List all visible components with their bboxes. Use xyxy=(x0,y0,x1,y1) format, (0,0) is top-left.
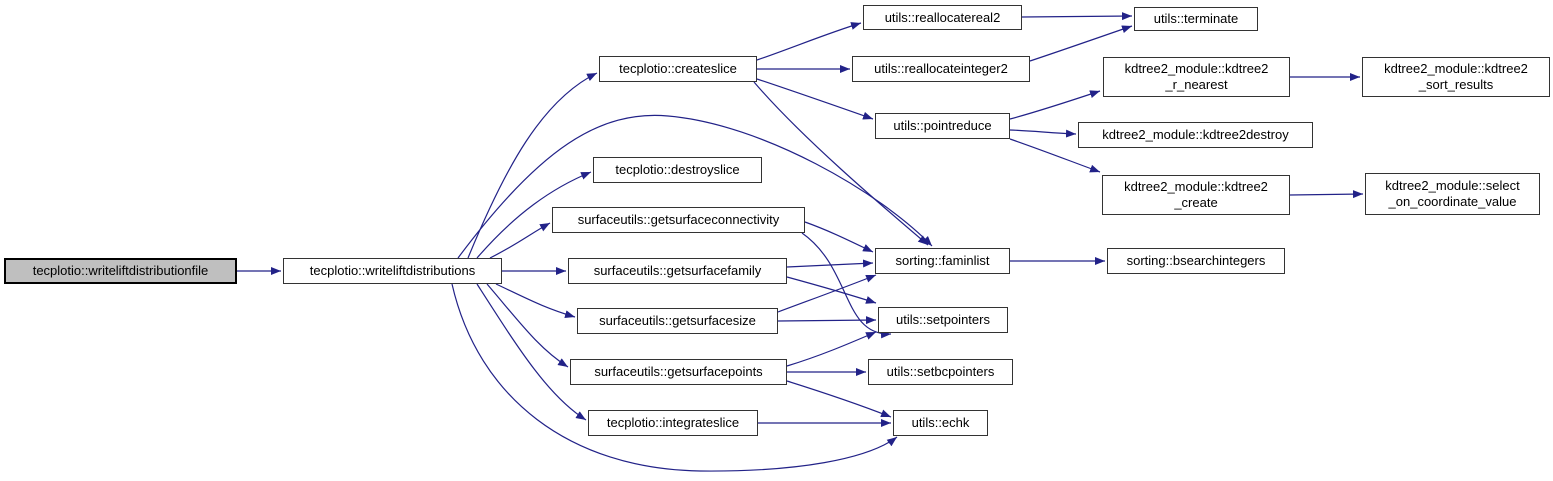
edge-kdtree2_create-to-select_on_coordinate_value xyxy=(1289,190,1364,199)
node-label: tecplotio::integrateslice xyxy=(606,415,740,430)
edge-pointreduce-to-kdtree2_r_nearest xyxy=(1009,90,1101,120)
node-terminate[interactable]: utils::terminate xyxy=(1134,7,1258,31)
node-label: _create xyxy=(1174,195,1218,210)
node-label: sorting::bsearchintegers xyxy=(1126,253,1266,268)
node-label: surfaceutils::getsurfacesize xyxy=(599,313,756,328)
edge-createslice-to-faminlist xyxy=(753,81,929,246)
node-pointreduce[interactable]: utils::pointreduce xyxy=(875,113,1010,139)
node-getsurfacefamily[interactable]: surfaceutils::getsurfacefamily xyxy=(568,258,787,284)
node-kdtree2destroy[interactable]: kdtree2_module::kdtree2destroy xyxy=(1078,122,1313,148)
node-label: surfaceutils::getsurfacefamily xyxy=(593,263,762,278)
edge-pointreduce-to-kdtree2destroy xyxy=(1009,129,1077,138)
node-reallocatereal2[interactable]: utils::reallocatereal2 xyxy=(863,5,1022,30)
node-setpointers[interactable]: utils::setpointers xyxy=(878,307,1008,333)
edge-writeliftdistributions-to-getsurfaceconnectivity xyxy=(489,222,551,259)
edge-createslice-to-reallocatereal2 xyxy=(756,22,862,61)
node-label: kdtree2_module::kdtree2 xyxy=(1124,61,1269,76)
edge-getsurfaceconnectivity-to-faminlist xyxy=(804,221,874,253)
edge-pointreduce-to-kdtree2_create xyxy=(1009,138,1101,173)
node-label: kdtree2_module::kdtree2destroy xyxy=(1102,127,1289,142)
node-label: surfaceutils::getsurfaceconnectivity xyxy=(577,212,780,227)
edge-getsurfacepoints-to-setpointers xyxy=(786,331,877,367)
node-kdtree2_create[interactable]: kdtree2_module::kdtree2_create xyxy=(1102,175,1290,215)
node-bsearchintegers[interactable]: sorting::bsearchintegers xyxy=(1107,248,1285,274)
node-label: tecplotio::destroyslice xyxy=(615,162,740,177)
node-setbcpointers[interactable]: utils::setbcpointers xyxy=(868,359,1013,385)
node-label: utils::setbcpointers xyxy=(886,364,995,379)
node-label: utils::reallocatereal2 xyxy=(884,9,1001,25)
node-label: utils::pointreduce xyxy=(893,118,992,133)
edge-createslice-to-pointreduce xyxy=(756,78,874,120)
node-writeliftdistributions[interactable]: tecplotio::writeliftdistributions xyxy=(283,258,502,284)
node-label: utils::echk xyxy=(911,415,970,430)
node-label: tecplotio::writeliftdistributions xyxy=(309,263,476,278)
node-getsurfacesize[interactable]: surfaceutils::getsurfacesize xyxy=(577,308,778,334)
node-label: utils::reallocateinteger2 xyxy=(874,61,1008,76)
edge-getsurfacefamily-to-setpointers xyxy=(786,276,877,304)
node-label: _on_coordinate_value xyxy=(1388,194,1517,209)
node-reallocateinteger2[interactable]: utils::reallocateinteger2 xyxy=(852,56,1030,82)
edge-getsurfacepoints-to-echk xyxy=(786,380,892,418)
edge-writeliftdistributions-to-integrateslice xyxy=(476,283,587,421)
node-label: utils::terminate xyxy=(1153,11,1239,26)
node-label: kdtree2_module::kdtree2 xyxy=(1384,61,1528,76)
edge-reallocateinteger2-to-terminate xyxy=(1029,25,1133,62)
node-getsurfacepoints[interactable]: surfaceutils::getsurfacepoints xyxy=(570,359,787,385)
node-faminlist[interactable]: sorting::faminlist xyxy=(875,248,1010,274)
node-label: surfaceutils::getsurfacepoints xyxy=(594,364,763,379)
node-label: _r_nearest xyxy=(1165,77,1228,92)
edge-getsurfacesize-to-setpointers xyxy=(777,316,877,325)
node-label: utils::setpointers xyxy=(896,312,990,327)
edge-writeliftdistributions-to-getsurfacesize xyxy=(495,283,576,319)
node-writeliftdistributionfile: tecplotio::writeliftdistributionfile xyxy=(4,258,237,284)
node-label: kdtree2_module::kdtree2 xyxy=(1124,179,1268,194)
edge-writeliftdistributions-to-getsurfacepoints xyxy=(486,283,569,368)
edge-reallocatereal2-to-terminate xyxy=(1021,12,1133,21)
node-label: kdtree2_module::select xyxy=(1385,178,1520,193)
node-destroyslice[interactable]: tecplotio::destroyslice xyxy=(593,157,762,183)
node-kdtree2_r_nearest[interactable]: kdtree2_module::kdtree2_r_nearest xyxy=(1103,57,1290,97)
node-integrateslice[interactable]: tecplotio::integrateslice xyxy=(588,410,758,436)
node-createslice[interactable]: tecplotio::createslice xyxy=(599,56,757,82)
node-label: _sort_results xyxy=(1418,77,1494,92)
node-select_on_coordinate_value[interactable]: kdtree2_module::select_on_coordinate_val… xyxy=(1365,173,1540,215)
node-label: tecplotio::writeliftdistributionfile xyxy=(32,263,209,278)
edge-getsurfacesize-to-faminlist xyxy=(777,274,877,313)
node-label: sorting::faminlist xyxy=(895,253,990,268)
node-label: tecplotio::createslice xyxy=(619,61,737,76)
edge-writeliftdistributions-to-destroyslice xyxy=(476,171,592,259)
edge-writeliftdistributions-to-createslice xyxy=(467,72,598,259)
edge-writeliftdistributions-to-faminlist xyxy=(457,114,933,259)
edge-getsurfacefamily-to-faminlist xyxy=(786,259,874,268)
node-getsurfaceconnectivity[interactable]: surfaceutils::getsurfaceconnectivity xyxy=(552,207,805,233)
node-kdtree2_sort_results[interactable]: kdtree2_module::kdtree2_sort_results xyxy=(1362,57,1550,97)
edge-writeliftdistributions-to-echk xyxy=(451,283,898,472)
edge-getsurfaceconnectivity-to-setpointers xyxy=(801,232,892,339)
node-echk[interactable]: utils::echk xyxy=(893,410,988,436)
